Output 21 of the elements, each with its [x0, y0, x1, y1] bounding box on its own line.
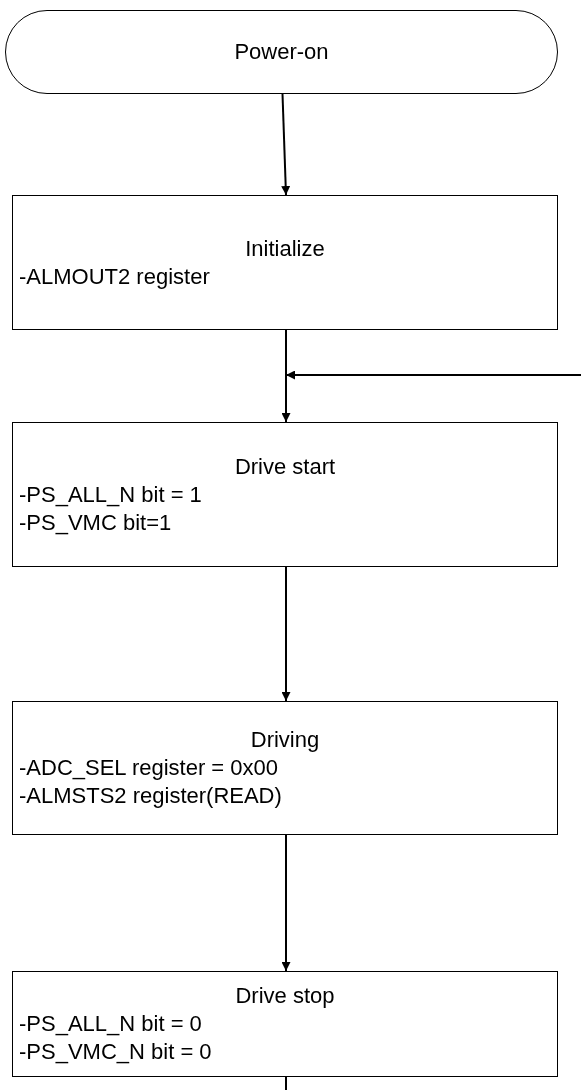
step-title: Driving [249, 726, 321, 754]
arrow [281, 329, 291, 423]
process-box [12, 422, 558, 567]
arrow [281, 566, 291, 702]
process-box [12, 701, 558, 835]
arrow [281, 834, 291, 972]
process-box [12, 195, 558, 330]
process-box [12, 971, 558, 1077]
step-title: Power-on [233, 38, 330, 66]
arrow [285, 370, 581, 380]
step-detail: -PS_ALL_N bit = 0 [19, 1010, 203, 1038]
step-title: Drive start [233, 452, 337, 481]
step-title: Drive stop [234, 982, 336, 1010]
step-detail: -ADC_SEL register = 0x00 [19, 754, 280, 782]
arrow [281, 93, 291, 196]
step-detail: -PS_VMC_N bit = 0 [19, 1038, 213, 1066]
step-detail: -ALMSTS2 register(READ) [19, 782, 283, 810]
step-detail: -ALMOUT2 register [19, 262, 211, 291]
step-title: Initialize [244, 234, 326, 263]
step-detail: -PS_ALL_N bit = 1 [19, 480, 203, 509]
step-detail: -PS_VMC bit=1 [19, 508, 173, 537]
